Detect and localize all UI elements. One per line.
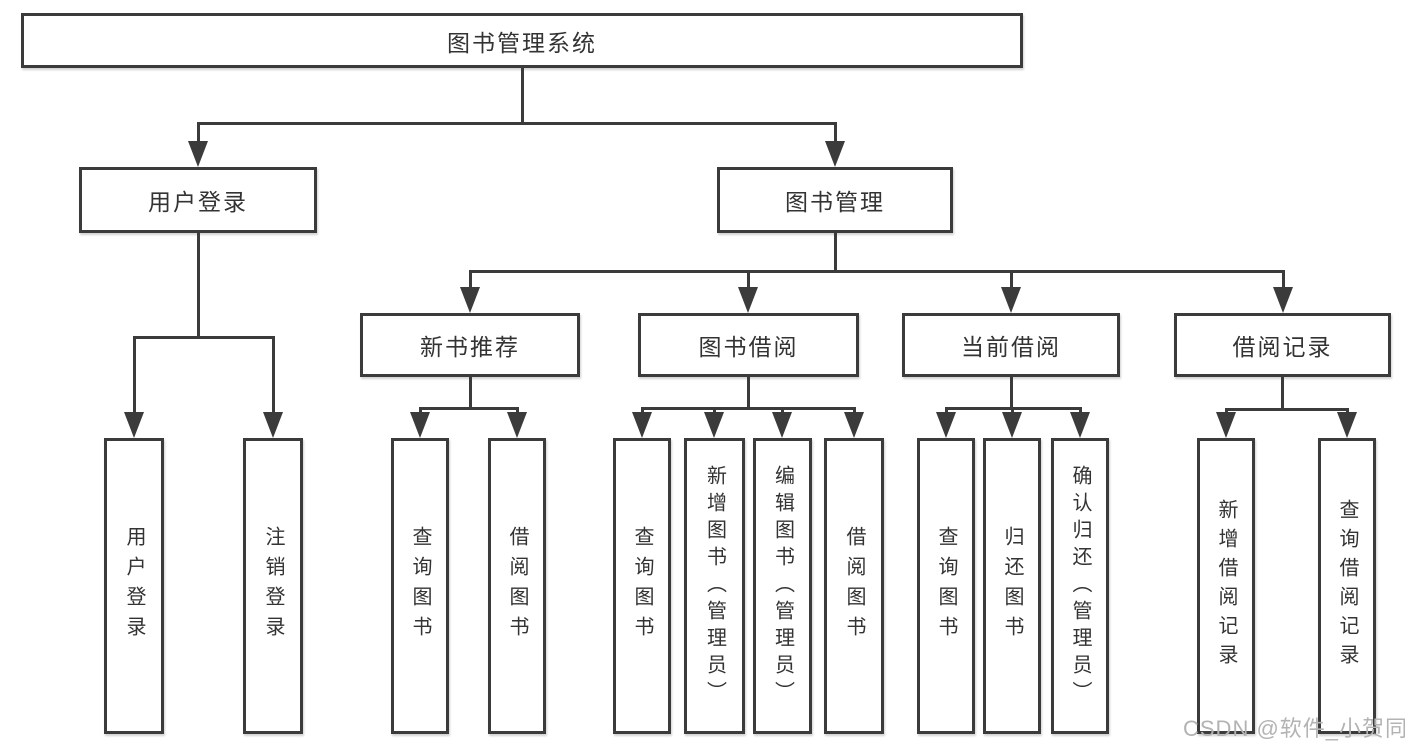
- connector-arrow-shaft: [418, 407, 422, 415]
- connector-arrow-shaft: [1078, 407, 1082, 415]
- connector-arrow-shaft: [1345, 408, 1349, 415]
- leaf-nbr-borrow-books-label: 借阅图书: [506, 526, 528, 646]
- arrowhead-down: [188, 141, 208, 167]
- leaf-cb-return-books: 归还图书: [983, 438, 1041, 734]
- arrowhead-down: [1337, 412, 1357, 438]
- connector-bookmgmt-span: [468, 270, 1285, 273]
- node-root-label: 图书管理系统: [447, 29, 597, 56]
- leaf-bb-query-books: 查询图书: [613, 438, 671, 734]
- arrowhead-down: [825, 141, 845, 167]
- leaf-nbr-borrow-books: 借阅图书: [488, 438, 546, 734]
- arrowhead-down: [936, 412, 956, 438]
- arrowhead-down: [844, 412, 864, 438]
- arrowhead-down: [738, 287, 758, 313]
- connector-bookborrow-span: [640, 407, 856, 410]
- leaf-user-login: 用户登录: [104, 438, 164, 734]
- leaf-br-add-record: 新增借阅记录: [1197, 438, 1255, 734]
- arrowhead-down: [1001, 287, 1021, 313]
- arrowhead-down: [1002, 412, 1022, 438]
- connector-arrow-shaft: [746, 270, 750, 289]
- connector-newbookrec-drop: [468, 375, 472, 409]
- node-current-borrow-label: 当前借阅: [961, 334, 1061, 360]
- connector-arrow-shaft: [196, 122, 200, 143]
- node-current-borrow: 当前借阅: [902, 313, 1120, 377]
- connector-borrowrecords-drop: [1281, 375, 1284, 411]
- node-user-login-label: 用户登录: [148, 189, 248, 215]
- arrowhead-down: [124, 412, 144, 438]
- node-root: 图书管理系统: [21, 13, 1023, 68]
- connector-arrow-shaft: [1224, 408, 1228, 415]
- arrowhead-down: [460, 287, 480, 313]
- connector-bookborrow-drop: [747, 375, 750, 409]
- connector-arrow-shaft: [1010, 407, 1014, 415]
- arrowhead-down: [1273, 287, 1293, 313]
- leaf-bb-add-books: 新增图书（管理员）: [684, 438, 745, 734]
- arrowhead-down: [507, 412, 527, 438]
- leaf-bb-edit-books: 编辑图书（管理员）: [753, 438, 812, 734]
- node-book-mgmt: 图书管理: [717, 167, 953, 233]
- node-user-login: 用户登录: [79, 167, 317, 233]
- connector-newbookrec-span: [418, 407, 519, 410]
- leaf-br-add-record-label: 新增借阅记录: [1215, 499, 1237, 673]
- connector-arrow-shaft: [944, 407, 948, 415]
- node-book-mgmt-label: 图书管理: [785, 189, 885, 215]
- leaf-cb-confirm-return: 确认归还（管理员）: [1051, 438, 1109, 734]
- connector-arrow-shaft: [468, 270, 472, 289]
- connector-arrow-shaft: [833, 122, 837, 143]
- connector-arrow-shaft: [515, 407, 519, 415]
- node-borrow-records-label: 借阅记录: [1232, 334, 1333, 360]
- connector-arrow-shaft: [640, 407, 644, 415]
- node-borrow-records: 借阅记录: [1174, 313, 1391, 377]
- leaf-br-query-record: 查询借阅记录: [1318, 438, 1376, 734]
- leaf-bb-add-books-label: 新增图书（管理员）: [703, 464, 726, 708]
- arrowhead-down: [1216, 412, 1236, 438]
- connector-currentborrow-drop: [1009, 375, 1013, 409]
- arrowhead-down: [772, 412, 792, 438]
- connector-arrow-shaft: [780, 407, 784, 415]
- leaf-bb-borrow-books: 借阅图书: [824, 438, 884, 734]
- connector-arrow-shaft: [132, 336, 136, 414]
- leaf-logout: 注销登录: [243, 438, 303, 734]
- leaf-br-query-record-label: 查询借阅记录: [1336, 499, 1358, 673]
- leaf-bb-borrow-books-label: 借阅图书: [843, 526, 865, 646]
- connector-arrow-shaft: [1009, 270, 1013, 289]
- connector-userlogin-drop: [196, 231, 200, 337]
- leaf-cb-query-books-label: 查询图书: [935, 526, 957, 646]
- connector-arrow-shaft: [271, 336, 275, 414]
- connector-bookmgmt-drop: [833, 231, 837, 272]
- connector-arrow-shaft: [852, 407, 856, 415]
- arrowhead-down: [410, 412, 430, 438]
- leaf-nbr-query-books-label: 查询图书: [409, 526, 431, 646]
- leaf-user-login-label: 用户登录: [123, 526, 145, 646]
- connector-arrow-shaft: [712, 407, 716, 415]
- watermark-text: CSDN @软件_小贺同学: [1183, 716, 1405, 741]
- arrowhead-down: [263, 412, 283, 438]
- connector-root-span: [196, 122, 837, 125]
- connector-borrowrecords-span: [1224, 408, 1349, 411]
- leaf-bb-edit-books-label: 编辑图书（管理员）: [771, 464, 794, 708]
- arrowhead-down: [632, 412, 652, 438]
- leaf-bb-query-books-label: 查询图书: [631, 526, 653, 646]
- node-new-book-rec-label: 新书推荐: [420, 334, 520, 360]
- node-book-borrow: 图书借阅: [638, 313, 859, 377]
- connector-root-drop: [520, 67, 524, 123]
- connector-arrow-shaft: [1281, 270, 1285, 289]
- leaf-cb-confirm-return-label: 确认归还（管理员）: [1069, 464, 1091, 708]
- arrowhead-down: [704, 412, 724, 438]
- leaf-nbr-query-books: 查询图书: [391, 438, 449, 734]
- node-new-book-rec: 新书推荐: [360, 313, 580, 377]
- connector-userlogin-span: [132, 336, 275, 339]
- leaf-logout-label: 注销登录: [262, 526, 284, 646]
- node-book-borrow-label: 图书借阅: [698, 334, 799, 360]
- leaf-cb-query-books: 查询图书: [917, 438, 975, 734]
- leaf-cb-return-books-label: 归还图书: [1001, 526, 1023, 646]
- arrowhead-down: [1070, 412, 1090, 438]
